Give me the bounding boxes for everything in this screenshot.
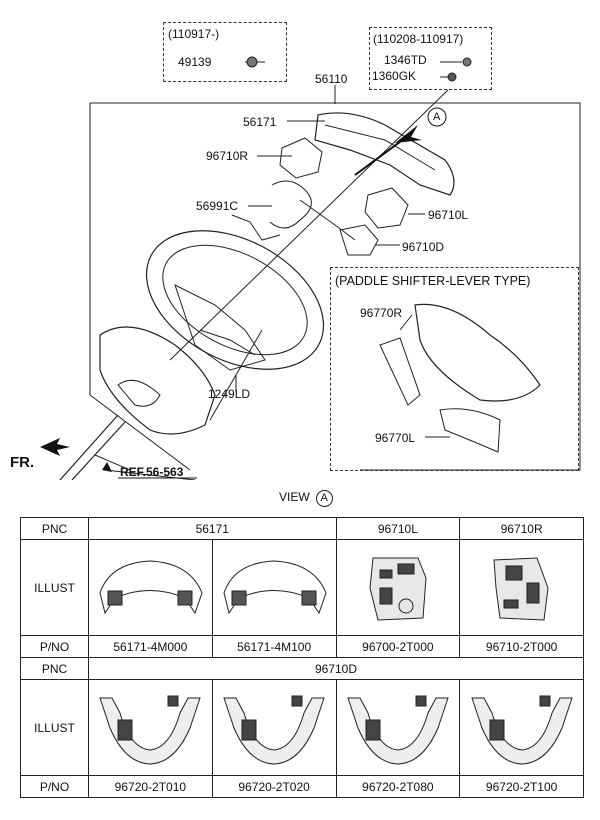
- pno-cell: 96700-2T000: [335, 635, 461, 658]
- view-arrow: [354, 125, 422, 176]
- part-96770r: 96770R: [360, 306, 403, 320]
- pno-cell: 96720-2T080: [335, 775, 461, 798]
- front-arrow: [40, 438, 70, 456]
- callout-range-110208: (110208-110917): [373, 32, 464, 46]
- pno-cell: 96720-2T100: [459, 775, 584, 798]
- pno-header: P/NO: [20, 635, 89, 658]
- steering-wheel-exploded-diagram: [40, 56, 581, 480]
- pno-cell: 96710-2T000: [459, 635, 584, 658]
- pno-cell: 96720-2T010: [88, 775, 213, 798]
- pnc-cell: 96710L: [335, 517, 461, 540]
- pno-cell: 56171-4M000: [88, 635, 213, 658]
- part-56991c: 56991C: [196, 199, 239, 213]
- part-96710r: 96710R: [206, 149, 249, 163]
- part-1346td: 1346TD: [384, 53, 427, 67]
- view-marker-a: A: [433, 111, 441, 123]
- view-a-heading: VIEW A: [279, 490, 333, 507]
- illust-cover: [211, 539, 337, 636]
- callout-box-110208: [369, 27, 492, 90]
- illust-switch-assembly: [335, 679, 461, 776]
- pno-header: P/NO: [20, 775, 89, 798]
- part-49139: 49139: [178, 55, 212, 69]
- illust-switch-right: [459, 539, 584, 636]
- illust-header: ILLUST: [20, 679, 89, 776]
- illust-switch-assembly: [211, 679, 337, 776]
- part-96710d: 96710D: [402, 240, 445, 254]
- callout-box-110917: [163, 22, 287, 82]
- table-row: P/NO 96720-2T010 96720-2T020 96720-2T080…: [20, 775, 584, 798]
- illust-switch-assembly: [88, 679, 213, 776]
- pnc-header: PNC: [20, 657, 89, 680]
- pnc-cell: 96710R: [459, 517, 584, 540]
- parts-table: PNC 56171 96710L 96710R ILLUST P/NO 5617…: [20, 517, 584, 798]
- view-label: VIEW: [279, 490, 310, 504]
- callout-range-110917: (110917-): [168, 27, 220, 41]
- illust-switch-left: [335, 539, 461, 636]
- reference-label: REF.56-563: [120, 465, 184, 479]
- illust-switch-assembly: [459, 679, 584, 776]
- part-1360gk: 1360GK: [372, 69, 417, 83]
- table-row: ILLUST: [20, 539, 584, 636]
- table-row: ILLUST: [20, 679, 584, 776]
- pno-cell: 96720-2T020: [211, 775, 337, 798]
- part-96770l: 96770L: [375, 431, 416, 445]
- pno-cell: 56171-4M100: [211, 635, 337, 658]
- pnc-cell: 56171: [88, 517, 337, 540]
- table-row: PNC 96710D: [20, 657, 584, 680]
- part-96710l: 96710L: [428, 208, 469, 222]
- table-row: PNC 56171 96710L 96710R: [20, 517, 584, 540]
- pnc-header: PNC: [20, 517, 89, 540]
- part-56171: 56171: [243, 115, 277, 129]
- paddle-shifter-box: [330, 267, 579, 471]
- view-marker-circle: A: [315, 490, 333, 507]
- table-row: P/NO 56171-4M000 56171-4M100 96700-2T000…: [20, 635, 584, 658]
- part-56110: 56110: [315, 72, 348, 86]
- pnc-cell: 96710D: [88, 657, 584, 680]
- paddle-shifter-title: (PADDLE SHIFTER-LEVER TYPE): [335, 274, 531, 288]
- part-1249ld: 1249LD: [208, 387, 251, 401]
- illust-header: ILLUST: [20, 539, 89, 636]
- front-label: FR.: [10, 454, 35, 471]
- illust-cover: [88, 539, 213, 636]
